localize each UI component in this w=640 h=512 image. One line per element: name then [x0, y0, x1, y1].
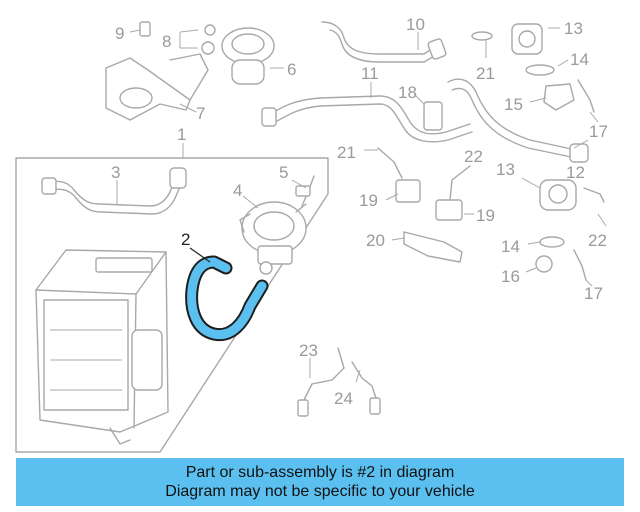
part-22-clip-lower — [583, 187, 607, 227]
part-18-sensor — [413, 93, 443, 131]
callout-2: 2 — [181, 230, 190, 249]
callout-12: 12 — [566, 163, 585, 182]
part-16-fitting — [525, 255, 553, 273]
part-12-hose — [447, 78, 589, 163]
part-4-valve — [239, 195, 307, 275]
part-19-22-sensor-right — [435, 165, 474, 221]
callout-4: 4 — [233, 181, 242, 200]
part-17-bracket-upper — [577, 79, 599, 123]
part-24-sensor — [351, 361, 381, 415]
callout-23: 23 — [299, 341, 318, 360]
banner-line-1: Part or sub-assembly is #2 in diagram — [185, 464, 455, 481]
part-14-gasket-upper — [525, 59, 569, 76]
part-11-hose — [261, 82, 473, 143]
callout-19-left: 19 — [359, 191, 378, 210]
part-6-pump — [221, 27, 284, 85]
part-23-sensor — [297, 347, 345, 417]
callout-18: 18 — [398, 83, 417, 102]
callout-24: 24 — [334, 389, 353, 408]
callout-14-upper: 14 — [570, 50, 589, 69]
callout-22-lower: 22 — [588, 231, 607, 250]
callout-9: 9 — [115, 24, 124, 43]
part-13-valve-upper — [511, 23, 560, 55]
callout-14-lower: 14 — [501, 237, 520, 256]
part-7-bracket — [105, 53, 209, 121]
callout-22-middle: 22 — [464, 147, 483, 166]
callout-5: 5 — [279, 163, 288, 182]
callout-13-upper: 13 — [564, 19, 583, 38]
part-14-gasket-lower — [527, 236, 565, 248]
callout-6: 6 — [287, 60, 296, 79]
part-19-21-sensor-left — [364, 147, 421, 203]
callout-15: 15 — [504, 95, 523, 114]
callout-17-lower: 17 — [584, 284, 603, 303]
callout-17-upper: 17 — [589, 122, 608, 141]
part-13-valve-lower — [521, 177, 577, 211]
callout-11: 11 — [361, 64, 379, 83]
callout-19-right: 19 — [476, 206, 495, 225]
part-2-hose-highlighted — [185, 247, 269, 342]
part-5-connector — [291, 175, 315, 207]
part-20-bracket — [391, 231, 463, 263]
part-8-9-fasteners — [129, 21, 216, 55]
callout-20: 20 — [366, 231, 385, 250]
callout-3: 3 — [111, 163, 120, 182]
part-17-bracket-lower — [573, 249, 593, 287]
info-banner: Part or sub-assembly is #2 in diagram Di… — [16, 458, 624, 506]
callout-8: 8 — [162, 32, 171, 51]
callout-1: 1 — [177, 125, 186, 144]
part-15-bracket — [529, 83, 575, 111]
callout-21-upper: 21 — [476, 64, 495, 83]
callout-7: 7 — [196, 104, 205, 123]
callout-10: 10 — [406, 15, 425, 34]
banner-line-2: Diagram may not be specific to your vehi… — [165, 483, 475, 500]
part-10-hose — [321, 21, 447, 63]
part-3-hose — [41, 167, 187, 215]
callout-21-middle: 21 — [337, 143, 356, 162]
callout-16: 16 — [501, 267, 520, 286]
part-21-clip-upper — [471, 31, 493, 58]
callout-13-lower: 13 — [496, 160, 515, 179]
canister-body — [35, 249, 169, 445]
